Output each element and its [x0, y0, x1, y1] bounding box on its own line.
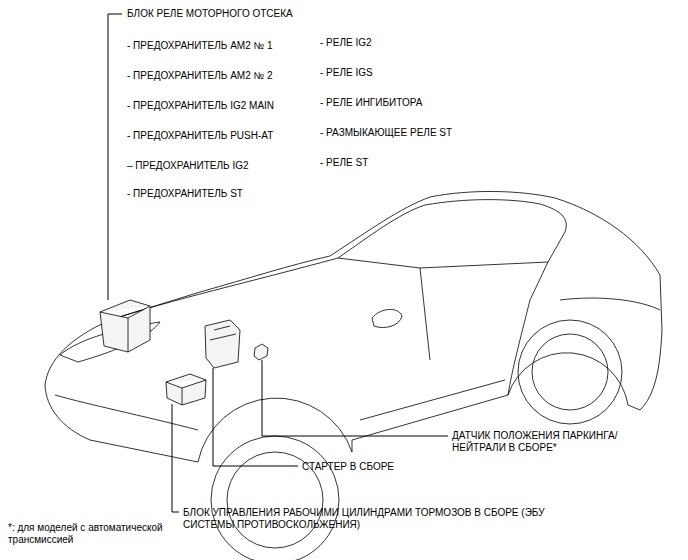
- part-label: БЛОК УПРАВЛЕНИЯ РАБОЧИМИ ЦИЛИНДРАМИ ТОРМ…: [183, 507, 555, 531]
- part-label: – ПРЕДОХРАНИТЕЛЬ IG2: [127, 160, 249, 172]
- leader-line: [108, 14, 122, 300]
- leader-line: [172, 404, 179, 512]
- leader-line: [262, 360, 448, 436]
- part-label: - РЕЛЕ IG2: [320, 37, 372, 49]
- part-label: - ПРЕДОХРАНИТЕЛЬ IG2 MAIN: [127, 100, 274, 112]
- part-label: - ПРЕДОХРАНИТЕЛЬ AM2 № 1: [127, 40, 273, 52]
- mirror: [372, 309, 402, 327]
- part-label: - РЕЛЕ IGS: [320, 67, 373, 79]
- part-label: - РАЗМЫКАЮЩЕЕ РЕЛЕ ST: [320, 127, 452, 139]
- part-label: БЛОК РЕЛЕ МОТОРНОГО ОТСЕКА: [127, 8, 293, 20]
- rear-rim: [532, 334, 608, 410]
- side-line: [360, 298, 660, 420]
- park-neutral-sensor: [254, 344, 268, 360]
- car-body-outline: [45, 191, 662, 462]
- part-label: - ПРЕДОХРАНИТЕЛЬ PUSH-AT: [127, 130, 273, 142]
- part-label: - ПРЕДОХРАНИТЕЛЬ ST: [127, 188, 243, 200]
- part-label: ДАТЧИК ПОЛОЖЕНИЯ ПАРКИНГА/НЕЙТРАЛИ В СБО…: [452, 430, 642, 454]
- part-label: СТАРТЕР В СБОРЕ: [302, 461, 394, 473]
- part-label: *: для моделей с автоматической трансмис…: [8, 522, 180, 546]
- relay-block: [100, 300, 150, 352]
- leader-line: [213, 368, 298, 466]
- door-line: [420, 262, 548, 395]
- starter: [205, 320, 240, 368]
- window-outline: [338, 200, 566, 268]
- part-label: - РЕЛЕ ST: [320, 157, 368, 169]
- part-label: - РЕЛЕ ИНГИБИТОРА: [320, 97, 422, 109]
- brake-actuator: [166, 374, 206, 405]
- part-label: - ПРЕДОХРАНИТЕЛЬ AM2 № 2: [127, 70, 273, 82]
- front-wheel: [211, 436, 339, 560]
- rear-wheel: [518, 320, 622, 424]
